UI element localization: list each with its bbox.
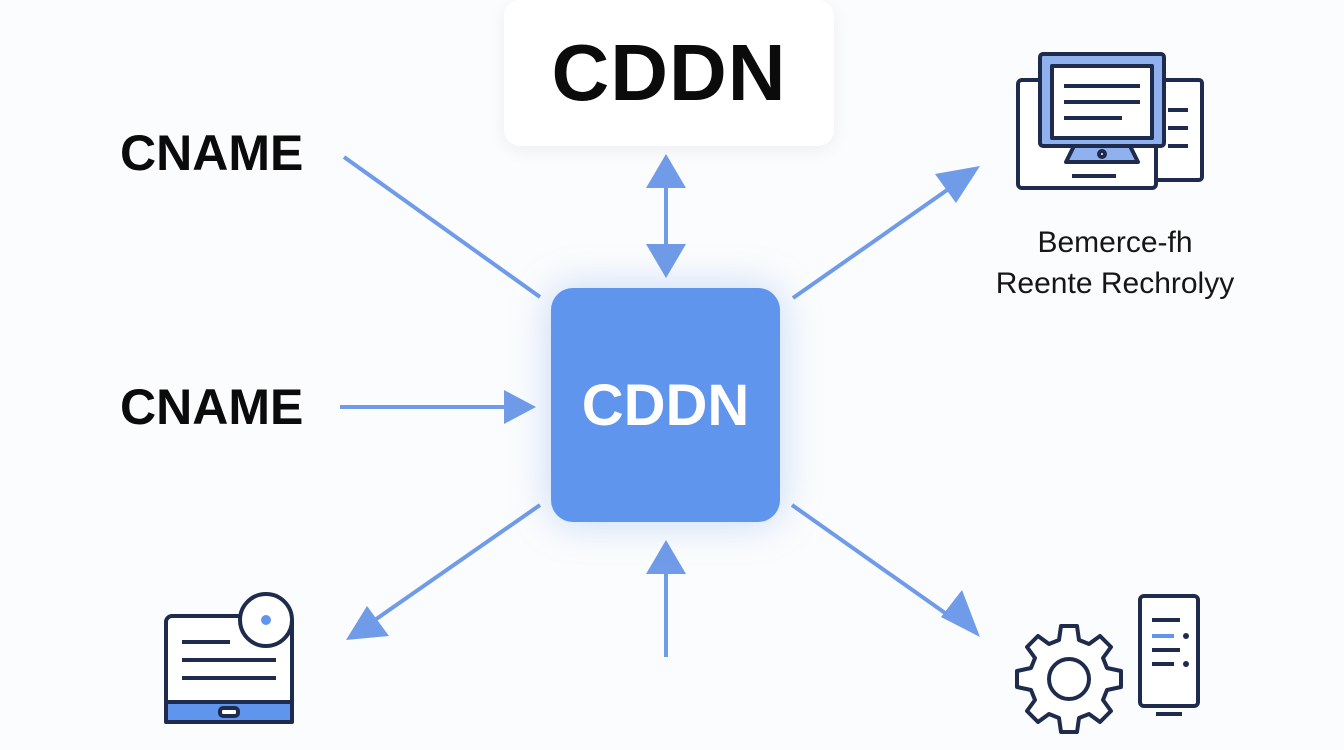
arrowhead-hub [504,390,536,424]
description-line-2: Reente Rechrolyy [995,267,1235,300]
hub-label: CDDN [581,372,750,438]
arrowhead-down-top [646,244,686,278]
arrowhead-up-top [646,154,686,188]
arrowhead-tablet [346,606,389,640]
monitor-icon [1016,52,1204,190]
arrowhead-gear [941,590,980,637]
arrowhead-monitor [935,166,980,203]
server-icon [1138,594,1200,716]
tablet-icon [164,592,294,724]
cname-label-top: CNAME [120,125,304,181]
top-cddn-card: CDDN [504,0,834,146]
cname-label-middle: CNAME [120,379,304,435]
arrow-to-monitor [791,186,952,300]
arrow-to-tablet [370,503,542,624]
right-description: Bemerce-fh Reente Rechrolyy [960,222,1270,304]
arrowhead-bottom [646,540,686,574]
top-title: CDDN [551,28,787,117]
arrow-to-gear [790,503,957,622]
arrow-cname-top [342,155,542,299]
gear-icon [1015,624,1123,734]
description-line-1: Bemerce-fh [1037,226,1193,259]
cddn-hub: CDDN [551,288,780,522]
